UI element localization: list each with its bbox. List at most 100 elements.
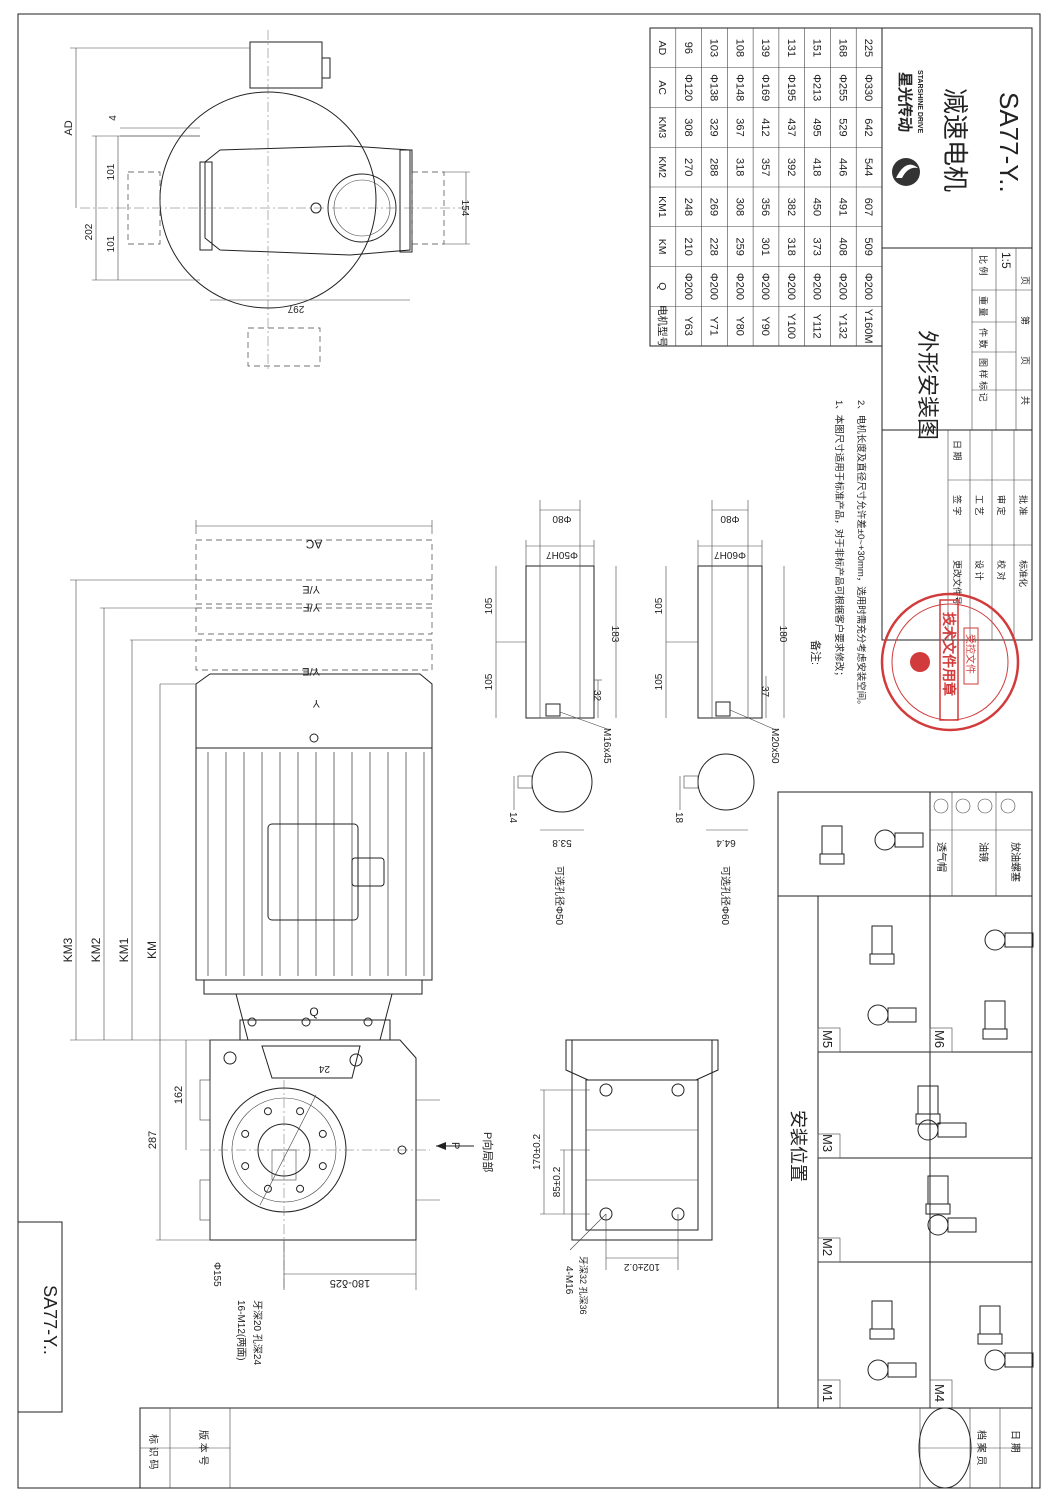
logo-en: STARSHINE DRIVE — [916, 70, 923, 134]
s50-dim-105a: 105 — [484, 597, 495, 614]
s60-dim-105b: 105 — [654, 673, 665, 690]
table-cell: Φ120 — [682, 74, 694, 101]
table-cell: 356 — [759, 198, 771, 216]
table-cell: 544 — [862, 158, 874, 176]
table-header-cell: AD — [656, 41, 668, 56]
table-cell: 529 — [836, 118, 848, 136]
table-cell: 495 — [811, 118, 823, 136]
top-dim-ad: AD — [63, 120, 75, 135]
table-cell: 96 — [682, 42, 694, 54]
company-logo: 星光传动 STARSHINE DRIVE — [892, 70, 923, 186]
table-header-cell: 电机型号 — [656, 305, 669, 347]
table-cell: 408 — [836, 237, 848, 255]
table-cell: 642 — [862, 118, 874, 136]
top-view: AD 4 101 202 101 154 297 — [63, 30, 470, 372]
legend-drain-plug: 放油螺塞 — [1009, 842, 1022, 882]
s60-dim-18: 18 — [673, 812, 684, 824]
record-version: 版 本 号 — [197, 1430, 210, 1466]
top-dim-101a: 101 — [106, 163, 117, 180]
table-cell: 509 — [862, 237, 874, 255]
table-header-cell: KM3 — [656, 117, 668, 139]
install-m2: M2 — [820, 1238, 835, 1256]
table-header-cell: Q — [656, 282, 668, 290]
stamp-sub: 受控文件 — [964, 634, 977, 674]
shaft-detail-60: Φ80 Φ60H7 105 105 180 37 M20x50 18 64.4 … — [654, 500, 788, 926]
table-cell: Φ200 — [811, 273, 823, 300]
table-cell: 228 — [708, 237, 720, 255]
table-cell: 103 — [708, 39, 720, 57]
install-m3: M3 — [820, 1134, 835, 1152]
main-dim-y: Y — [312, 697, 320, 709]
table-cell: 270 — [682, 158, 694, 176]
table-cell: 412 — [759, 118, 771, 136]
top-dim-297: 297 — [287, 303, 304, 314]
note-2: 2、电机长度及直径尺寸允许差±0~+30mm，选用时需充分考虑安装空间。 — [855, 400, 867, 710]
side-hole-note-2: 牙深32 孔深36 — [578, 1256, 588, 1315]
sign-label: 批 准 — [1018, 495, 1029, 516]
table-cell: 248 — [682, 198, 694, 216]
s50-dim-32: 32 — [591, 690, 602, 702]
install-m4: M4 — [932, 1384, 947, 1402]
table-cell: 308 — [733, 198, 745, 216]
install-m1: M1 — [820, 1384, 835, 1402]
sign-label: 更改文件号 — [952, 560, 963, 605]
table-header-cell: AC — [656, 80, 668, 95]
table-cell: 367 — [733, 118, 745, 136]
table-cell: 446 — [836, 158, 848, 176]
top-dim-4: 4 — [108, 115, 119, 121]
s60-label: 可选孔径Φ60 — [719, 866, 732, 926]
tb-label-no: 第 — [1020, 316, 1031, 325]
table-cell: 168 — [836, 39, 848, 57]
install-positions: M1 M2 M3 M4 M5 M6 安装位置 透气帽 油镜 放油螺塞 — [777, 791, 1034, 1409]
legend-sight-glass: 油镜 — [977, 842, 990, 862]
table-cell: Φ200 — [836, 273, 848, 300]
table-cell: Y132 — [836, 313, 848, 339]
table-cell: 108 — [733, 39, 745, 57]
table-cell: 131 — [785, 39, 797, 57]
side-dim-170: 170±0.2 — [532, 1134, 543, 1171]
notes: 备注: 1、本图尺寸适用于标准产品，对于非标产品可根据客户要求修改； 2、电机长… — [809, 400, 867, 710]
table-cell: 607 — [862, 198, 874, 216]
left-model-strip — [17, 1221, 63, 1413]
s50-dim-80: Φ80 — [552, 513, 572, 524]
table-cell: Φ255 — [836, 74, 848, 101]
tb-label-page: 页 — [1020, 356, 1030, 365]
s50-label: 可选孔径Φ50 — [553, 866, 566, 926]
s50-dim-183: 183 — [609, 626, 620, 643]
table-cell: 382 — [785, 198, 797, 216]
shaft-detail-50: Φ80 Φ50H7 105 105 183 32 M16x45 14 53.8 … — [484, 500, 620, 926]
tb-label-mark: 图 样 标 记 — [978, 358, 989, 402]
table-cell: 491 — [836, 198, 848, 216]
s60-dim-m20: M20x50 — [769, 728, 780, 764]
install-m5: M5 — [820, 1030, 835, 1048]
main-hole-note-2: 牙深20 孔深24 — [251, 1300, 263, 1365]
s60-dim-80: Φ80 — [720, 513, 740, 524]
table-cell: 318 — [785, 237, 797, 255]
table-cell: Y112 — [811, 314, 823, 339]
left-strip-model: SA77-Y.. — [40, 1285, 60, 1355]
table-header-cell: KM — [656, 239, 668, 255]
s60-dim-180: 180 — [777, 626, 788, 643]
tb-label-weight: 重 量 — [978, 296, 989, 317]
table-cell: 308 — [682, 118, 694, 136]
main-dim-ac: AC — [305, 537, 322, 551]
table-header-cell: KM1 — [656, 196, 668, 218]
main-dim-ye-b: Y/E — [302, 665, 320, 677]
p-arrow-label: P — [449, 1142, 461, 1149]
sign-label: 设 计 — [974, 560, 985, 581]
table-cell: 269 — [708, 198, 720, 216]
main-dim-180: 180-δ25 — [330, 1277, 370, 1289]
table-cell: Y63 — [682, 316, 694, 336]
table-cell: 151 — [811, 39, 823, 57]
s50-dim-538: 53.8 — [552, 837, 572, 848]
table-cell: Y100 — [785, 313, 797, 339]
table-cell: 210 — [682, 237, 694, 255]
drawing-title: 外形安装图 — [915, 330, 940, 440]
table-cell: Φ200 — [708, 273, 720, 300]
table-cell: Y90 — [759, 316, 771, 336]
table-cell: Φ148 — [733, 74, 745, 101]
side-hole-note-1: 4-M16 — [563, 1266, 574, 1295]
table-cell: 259 — [733, 237, 745, 255]
